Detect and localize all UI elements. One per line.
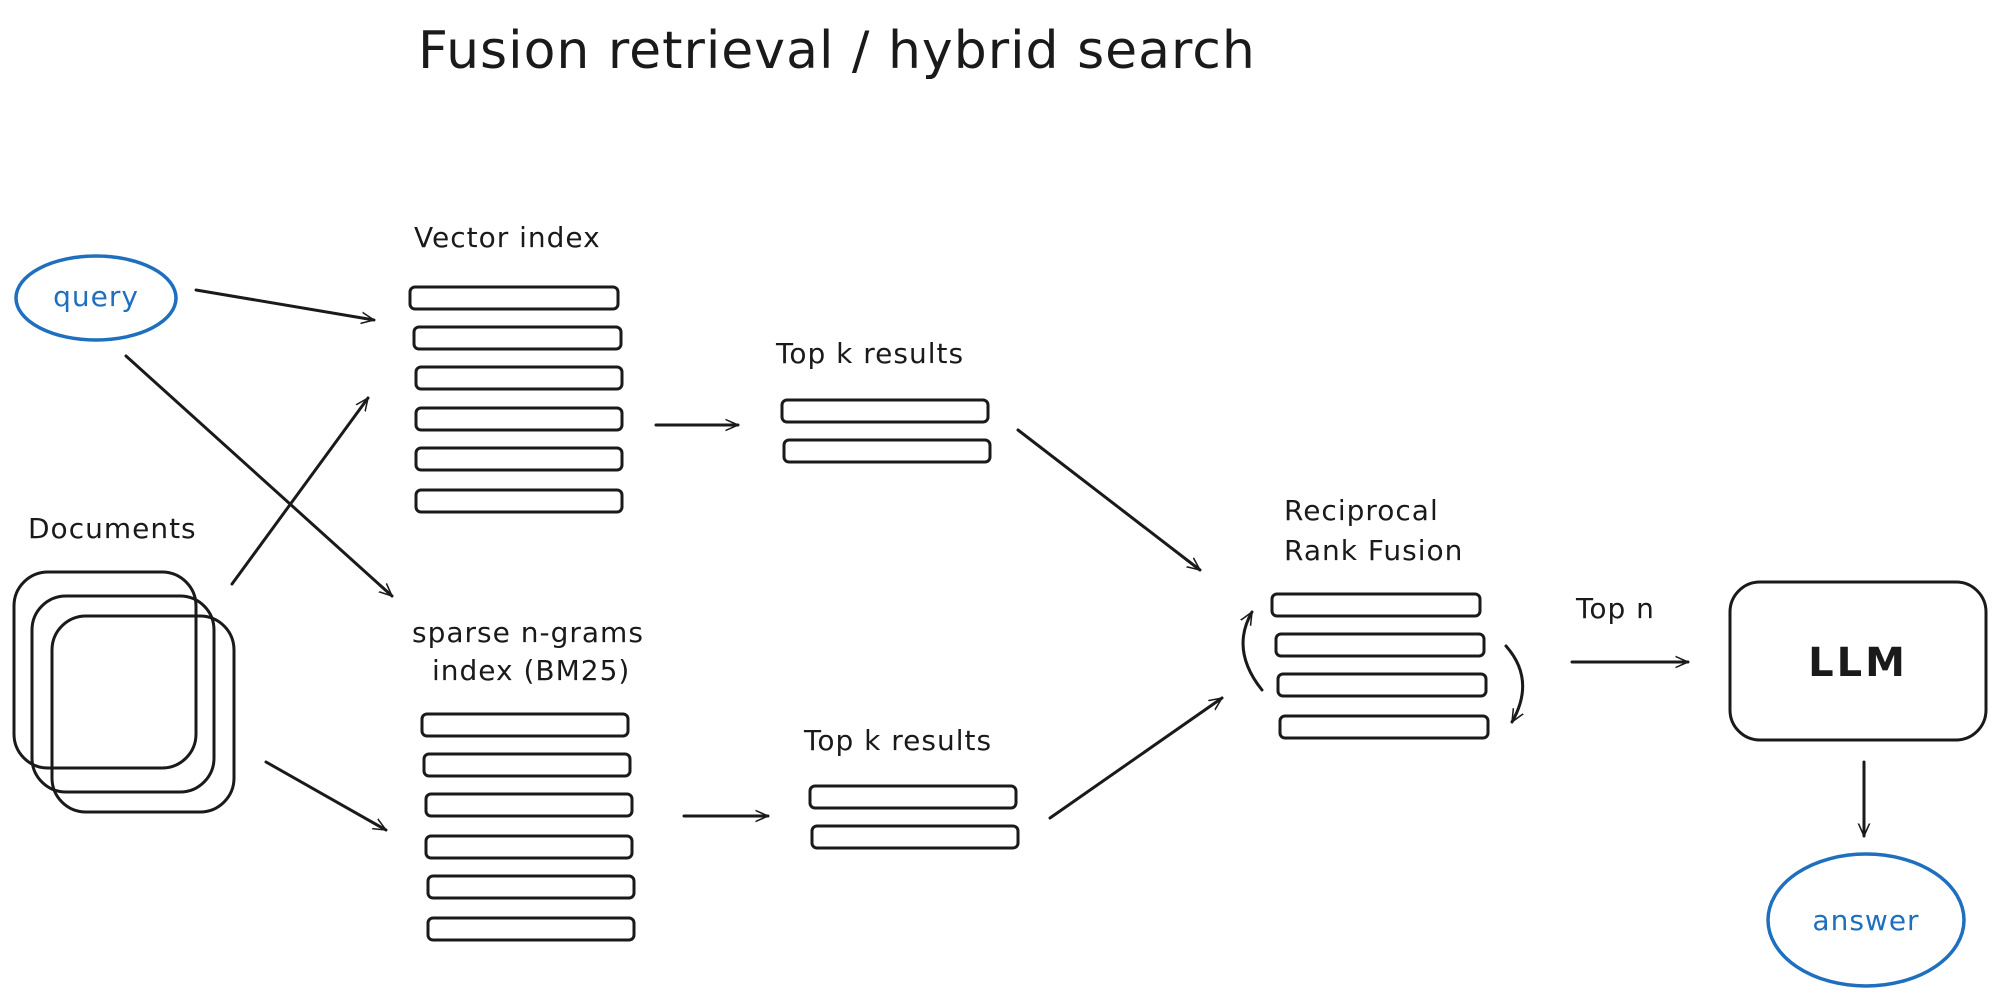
top-k-lower-bar (810, 824, 1020, 850)
answer-node: answer (1766, 852, 1966, 988)
rrf-bar (1274, 632, 1486, 658)
vector-index-label: Vector index (414, 221, 601, 254)
rrf-rerank-arrow-down (1504, 644, 1525, 724)
document-sheet-back (12, 570, 198, 770)
documents-node: Documents (12, 512, 236, 814)
vector-index: Vector index (408, 221, 624, 514)
sparse-index-bar (420, 712, 630, 738)
rrf-bar (1270, 592, 1482, 618)
vector-index-bar (414, 446, 624, 472)
sparse-index-bar (424, 792, 634, 818)
sparse-index-bar (422, 752, 632, 778)
arrow-documents-to-sparse-index (264, 760, 388, 832)
top-k-lower-bar (808, 784, 1018, 810)
top-k-upper-bar (780, 398, 990, 424)
document-sheet-middle (30, 594, 216, 794)
arrow-lower-top-k-to-rrf (1048, 696, 1224, 820)
vector-index-bar (412, 325, 623, 351)
sparse-index-bar (426, 916, 636, 942)
vector-index-bar (414, 488, 624, 514)
vector-index-bar (414, 365, 624, 391)
top-k-upper-label: Top k results (775, 337, 964, 370)
arrow-documents-to-vector-index (230, 396, 370, 586)
llm-node: LLM (1728, 580, 1988, 742)
rrf-rerank-arrow-up (1243, 610, 1264, 692)
query-ellipse (14, 254, 178, 342)
llm-box (1728, 580, 1988, 742)
query-node: query (14, 254, 178, 342)
sparse-index-bar (426, 874, 636, 900)
documents-label: Documents (28, 512, 197, 545)
answer-ellipse (1766, 852, 1966, 988)
rrf-bar (1276, 672, 1488, 698)
top-k-lower-label: Top k results (803, 724, 992, 757)
arrow-query-to-vector-index (194, 288, 376, 320)
llm-label: LLM (1808, 640, 1908, 686)
rrf-label-line2: Rank Fusion (1284, 534, 1463, 567)
sparse-index-label-line1: sparse n-grams (412, 616, 644, 649)
top-k-upper-bar (782, 438, 992, 464)
sparse-index: sparse n-grams index (BM25) (412, 616, 644, 942)
top-k-results-lower: Top k results (803, 724, 1020, 850)
rrf-bar (1278, 714, 1490, 740)
top-n-label: Top n (1575, 592, 1655, 625)
top-k-results-upper: Top k results (775, 337, 992, 464)
query-label: query (53, 280, 139, 313)
arrow-upper-top-k-to-rrf (1016, 428, 1202, 572)
vector-index-bar (414, 406, 624, 432)
reciprocal-rank-fusion: Reciprocal Rank Fusion (1243, 494, 1525, 740)
sparse-index-bar (424, 834, 634, 860)
diagram-title: Fusion retrieval / hybrid search (418, 21, 1256, 81)
rrf-label-line1: Reciprocal (1284, 494, 1439, 527)
sparse-index-label-line2: index (BM25) (432, 654, 630, 687)
document-sheet-front (50, 614, 236, 814)
vector-index-bar (408, 285, 620, 311)
answer-label: answer (1812, 904, 1919, 937)
arrow-query-to-sparse-index (124, 354, 394, 598)
